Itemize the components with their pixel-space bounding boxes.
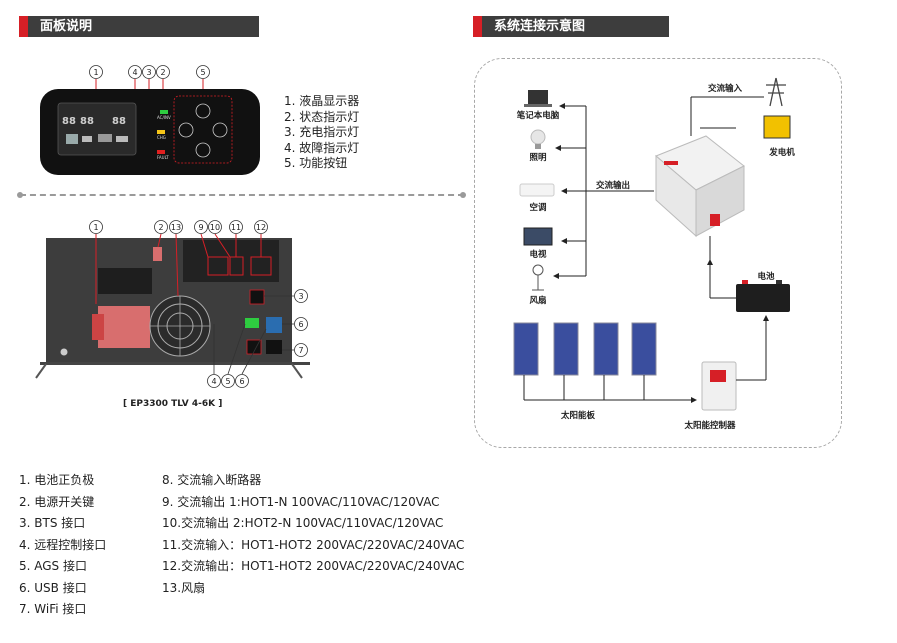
rear-legend-item: 2. 电源开关键 <box>19 494 95 509</box>
solar-panel-label: 太阳能板 <box>560 410 596 421</box>
header-accent-bar <box>19 16 28 37</box>
fault-indicator-led <box>157 150 165 154</box>
ac-output-label: 交流输出 <box>596 180 630 191</box>
rear-callout: 7 <box>298 346 303 355</box>
rear-legend-item: 8. 交流输入断路器 <box>162 473 262 487</box>
ac-terminal-block <box>183 240 279 282</box>
ac-input-label: 交流输入 <box>708 83 743 94</box>
svg-text:88: 88 <box>80 116 94 127</box>
section-divider <box>20 194 464 196</box>
rear-callout: 5 <box>225 377 230 386</box>
panel-callout: 1 <box>93 68 98 77</box>
panel-callout: 2 <box>160 68 165 77</box>
rear-legend-list-b: 8. 交流输入断路器 9. 交流输出 1:HOT1-N 100VAC/110VA… <box>162 470 464 599</box>
generator-label: 发电机 <box>768 147 795 158</box>
rear-legend-item: 9. 交流输出 1:HOT1-N 100VAC/110VAC/120VAC <box>162 494 440 509</box>
rear-callout: 10 <box>210 223 220 232</box>
rear-callout: 6 <box>298 320 303 329</box>
battery-label: 电池 <box>757 271 775 282</box>
rear-callouts: 1 2 13 9 10 11 12 3 6 7 4 5 6 <box>89 220 308 388</box>
panel-section-header: 面板说明 <box>19 16 259 37</box>
rear-legend-item: 11.交流输入：HOT1-HOT2 200VAC/220VAC/240VAC <box>162 537 465 552</box>
battery-positive-terminal <box>98 306 150 348</box>
rear-legend-item: 7. WiFi 接口 <box>19 602 87 616</box>
divider-dot <box>460 192 466 198</box>
load-label: 风扇 <box>529 295 546 306</box>
down-button <box>195 142 211 158</box>
generator-icon <box>763 115 791 139</box>
system-connection-diagram: 笔记本电脑 照明 空调 电视 风扇 交流输出 交流输入 发电机 电池 <box>513 77 795 431</box>
battery-icon <box>736 284 790 312</box>
rear-legend-item: 4. 远程控制接口 <box>19 537 107 552</box>
ags-port <box>245 318 259 328</box>
rear-callout: 2 <box>158 223 163 232</box>
panel-legend-item: 2. 状态指示灯 <box>284 109 360 124</box>
load-label: 电视 <box>529 249 547 260</box>
panel-callout: 5 <box>200 68 205 77</box>
charge-indicator-led <box>157 130 165 134</box>
fan-icon <box>532 264 544 276</box>
up-button <box>195 103 211 119</box>
rear-legend-item: 10.交流输出 2:HOT2-N 100VAC/110VAC/120VAC <box>162 516 444 530</box>
lcd-display <box>57 102 137 156</box>
enter-button <box>212 122 228 138</box>
bts-port <box>249 289 265 305</box>
remote-port <box>246 339 262 355</box>
rear-callout: 6 <box>239 377 244 386</box>
load-label: 空调 <box>529 202 547 213</box>
ac-inv-label: AC/INV <box>157 115 171 120</box>
rear-legend-list-a: 1. 电池正负极 2. 电源开关键 3. BTS 接口 4. 远程控制接口 5.… <box>19 470 106 621</box>
transmission-tower-icon <box>766 77 786 107</box>
panel-callout: 3 <box>146 68 151 77</box>
usb-port <box>266 317 282 333</box>
solar-controller-label: 太阳能控制器 <box>683 420 736 431</box>
rear-legend-item: 12.交流输出：HOT1-HOT2 200VAC/220VAC/240VAC <box>162 559 465 573</box>
system-diagram-frame <box>474 58 842 448</box>
system-section-header: 系统连接示意图 <box>473 16 669 37</box>
svg-text:88: 88 <box>62 116 76 127</box>
system-section-title: 系统连接示意图 <box>494 19 586 34</box>
panel-legend-item: 4. 故障指示灯 <box>284 140 360 155</box>
tv-icon <box>523 227 553 246</box>
chg-label: CHG <box>157 135 166 140</box>
rear-callout: 13 <box>171 223 181 232</box>
inverter-unit <box>655 135 745 238</box>
rear-legend-item: 13.风扇 <box>162 580 206 595</box>
model-caption: [ EP3300 TLV 4-6K ] <box>123 399 223 409</box>
wifi-port <box>266 340 282 354</box>
rear-legend-item: 6. USB 接口 <box>19 580 87 595</box>
panel-legend-list: 1. 液晶显示器 2. 状态指示灯 3. 充电指示灯 4. 故障指示灯 5. 功… <box>284 94 359 172</box>
load-label: 笔记本电脑 <box>516 110 560 121</box>
rear-panel-illustration: 1 2 13 9 10 11 12 3 6 7 4 5 6 <box>35 220 310 388</box>
power-switch <box>153 247 162 261</box>
rear-legend-item: 5. AGS 接口 <box>19 559 87 573</box>
rear-legend-item: 3. BTS 接口 <box>19 516 86 530</box>
header-accent-bar <box>473 16 482 37</box>
laptop-icon <box>528 90 548 104</box>
front-panel-illustration: 1 4 3 2 5 88 88 88 AC/INV CHG FAULT <box>40 65 260 175</box>
rear-callout: 4 <box>211 377 216 386</box>
panel-legend-item: 5. 功能按钮 <box>284 156 348 170</box>
panel-section-title: 面板说明 <box>40 19 93 34</box>
panel-callout: 4 <box>132 68 137 77</box>
bulb-icon <box>530 129 546 145</box>
rear-callout: 12 <box>256 223 266 232</box>
solar-controller-icon <box>701 361 737 411</box>
status-indicator-led <box>160 110 168 114</box>
function-buttons-area <box>173 95 233 164</box>
rear-legend-item: 1. 电池正负极 <box>19 473 95 487</box>
fault-label: FAULT <box>157 155 169 160</box>
panel-legend-item: 1. 液晶显示器 <box>284 94 360 108</box>
panel-legend-item: 3. 充电指示灯 <box>284 125 360 139</box>
rear-callout: 1 <box>93 223 98 232</box>
solar-panel-array <box>513 322 657 376</box>
rear-callout: 9 <box>198 223 203 232</box>
rear-callout: 3 <box>298 292 303 301</box>
menu-button <box>178 122 194 138</box>
battery-negative-terminal <box>98 268 152 294</box>
load-label: 照明 <box>529 153 547 163</box>
svg-text:88: 88 <box>112 116 126 127</box>
rear-callout: 11 <box>231 223 241 232</box>
air-conditioner-icon <box>519 183 555 197</box>
